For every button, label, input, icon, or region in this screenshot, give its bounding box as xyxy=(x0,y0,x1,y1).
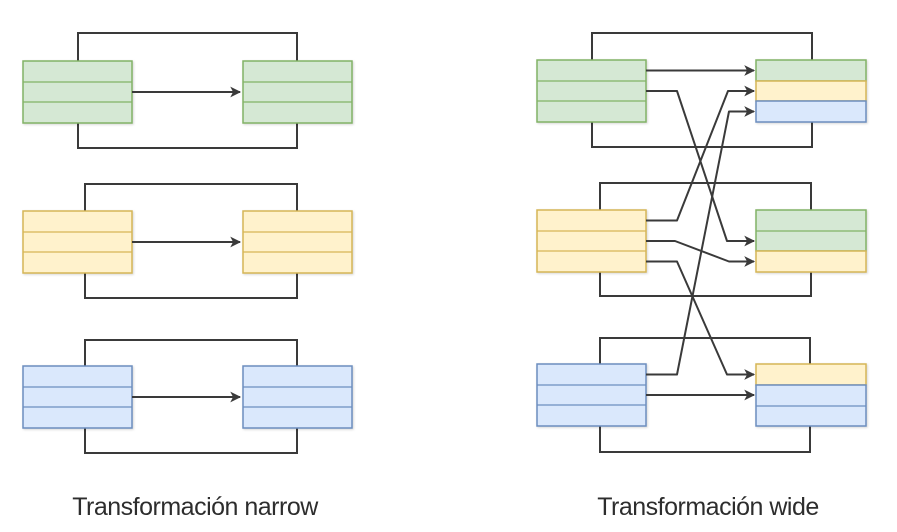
narrow-source-partition-yellow xyxy=(22,210,133,274)
wide-source-partition-yellow xyxy=(536,209,647,273)
partition-box xyxy=(242,60,353,124)
narrow-source-partition-green xyxy=(22,60,133,124)
partition-row-yellow xyxy=(755,363,867,386)
wide-source-partition-green xyxy=(536,59,647,123)
partition-box xyxy=(22,60,133,124)
partition-box xyxy=(536,363,647,427)
narrow-source-partition-blue xyxy=(22,365,133,429)
wide-arrow-yellow1-to-target1 xyxy=(646,85,756,222)
wide-arrow-blue1-to-target1 xyxy=(646,106,756,376)
wide-arrow-yellow3-to-target3 xyxy=(646,260,756,380)
partition-box xyxy=(536,59,647,123)
narrow-caption: Transformación narrow xyxy=(72,493,319,521)
partition-box xyxy=(536,209,647,273)
narrow-transformation-panel: Transformación narrow xyxy=(22,32,353,521)
wide-arrow-green2-to-target2 xyxy=(646,90,756,247)
partition-box xyxy=(242,365,353,429)
wide-source-partition-blue xyxy=(536,363,647,427)
partition-row-blue xyxy=(755,100,867,123)
partition-box xyxy=(22,210,133,274)
narrow-target-partition-blue xyxy=(242,365,353,429)
wide-transformation-panel: Transformación wide xyxy=(536,32,867,521)
partition-row-yellow xyxy=(755,80,867,102)
wide-target-partition-3 xyxy=(755,363,867,427)
partition-box xyxy=(242,210,353,274)
narrow-target-partition-yellow xyxy=(242,210,353,274)
wide-caption: Transformación wide xyxy=(597,493,819,521)
wide-target-partition-2 xyxy=(755,209,867,273)
partition-row-yellow xyxy=(755,250,867,273)
wide-target-partition-1 xyxy=(755,59,867,123)
narrow-target-partition-green xyxy=(242,60,353,124)
partition-box xyxy=(22,365,133,429)
partition-row-green xyxy=(755,59,867,82)
